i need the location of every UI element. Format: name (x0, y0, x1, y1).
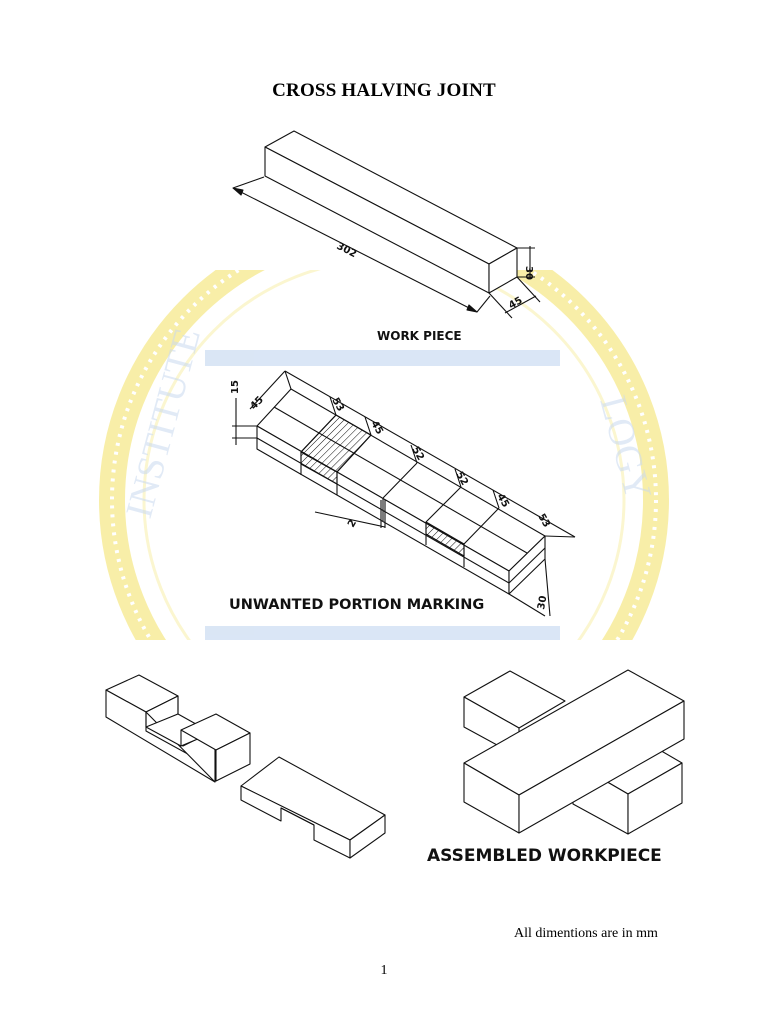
page-number: 1 (380, 963, 388, 978)
page-title: CROSS HALVING JOINT (272, 80, 496, 101)
dim-gap: 2 (346, 518, 359, 530)
dim-height: 30 (523, 266, 534, 280)
units-note: All dimentions are in mm (514, 926, 658, 941)
dim-depth: 15 (230, 380, 241, 394)
work-piece-caption: WORK PIECE (377, 329, 462, 343)
assembled-caption: ASSEMBLED WORKPIECE (427, 846, 662, 866)
marking-caption: UNWANTED PORTION MARKING (229, 597, 485, 613)
dim-height: 30 (536, 595, 549, 611)
